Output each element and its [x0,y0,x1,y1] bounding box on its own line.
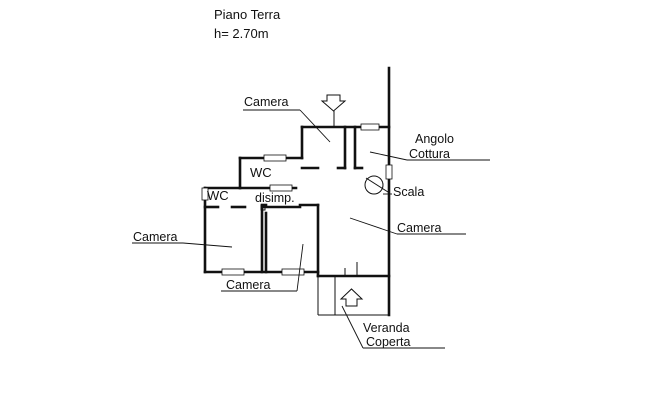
entrance-arrow-veranda [339,288,364,307]
label-angolo: Angolo [415,132,454,146]
veranda-outline [317,276,389,316]
label-camera-bottom: Camera [226,278,271,292]
label-veranda: Veranda [363,321,410,335]
label-camera-top: Camera [244,95,289,109]
label-camera-left: Camera [133,230,178,244]
label-wc-upper: WC [250,165,272,180]
label-coperta: Coperta [366,335,411,349]
label-scala: Scala [393,185,424,199]
plan-title: Piano Terra [214,7,281,22]
staircase-icon [364,175,389,195]
windows [201,123,393,276]
leader-lines [132,109,490,349]
fixtures [260,111,358,276]
label-cottura: Cottura [409,147,450,161]
entrance-arrow-top [320,94,347,112]
label-wc-left: WC [207,188,229,203]
label-camera-right: Camera [397,221,442,235]
label-disimp: disimp. [255,191,295,205]
ceiling-height: h= 2.70m [214,26,269,41]
